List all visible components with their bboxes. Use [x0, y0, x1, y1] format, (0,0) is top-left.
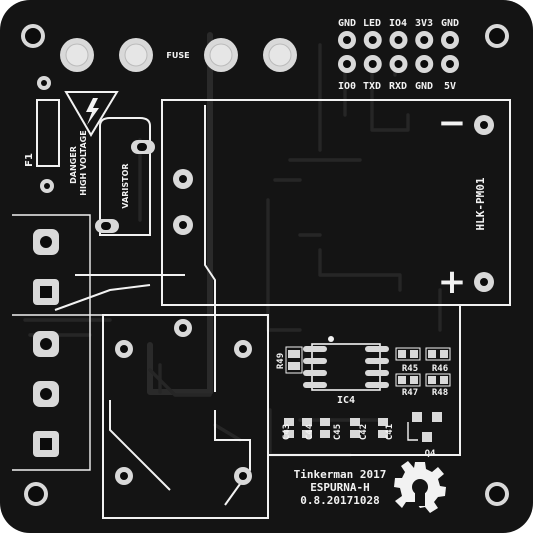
header-pin-hole [420, 36, 429, 44]
header-label-led: LED [363, 18, 381, 29]
programming-header [338, 31, 459, 73]
fuse-holder-pads [60, 38, 297, 72]
module-plus-label: + [438, 262, 467, 302]
capacitor-c43-label: C43 [282, 424, 292, 440]
resistor-r45-label: R45 [402, 364, 418, 374]
module-label: HLK-PM01 [474, 177, 487, 230]
resistor-r47-label: R47 [402, 388, 418, 398]
mounting-holes [21, 24, 509, 506]
header-pin-hole [394, 36, 403, 44]
resistor-r46-label: R46 [432, 364, 448, 374]
resistor-r49-label: R49 [276, 353, 286, 369]
capacitor-c44-label: C44 [305, 423, 315, 440]
header-label-gnd-1: GND [338, 18, 356, 29]
capacitor-c42-label: C42 [359, 424, 369, 440]
header-pin-hole [420, 60, 429, 68]
ic4-chip [303, 336, 389, 391]
header-label-gnd-2: GND [441, 18, 459, 29]
warning-high-voltage-label: HIGH VOLTAGE [79, 130, 88, 195]
module-minus-label: − [438, 103, 467, 143]
varistor-label: VARISTOR [121, 163, 130, 208]
header-pin-hole [394, 60, 403, 68]
header-label-3v3: 3V3 [415, 18, 433, 29]
header-label-rxd: RXD [389, 81, 407, 92]
resistor-r48-label: R48 [432, 388, 448, 398]
capacitor-c45-label: C45 [333, 424, 343, 440]
header-label-io0: IO0 [338, 81, 356, 92]
resistor-cluster [395, 347, 451, 387]
header-pin-hole [343, 60, 351, 68]
header-label-gnd-3: GND [415, 81, 433, 92]
high-voltage-warning-icon [64, 91, 119, 137]
capacitor-c41-label: C41 [385, 424, 395, 440]
header-top-labels: GND LED IO4 3V3 GND [338, 18, 459, 29]
resistor-r49 [285, 346, 303, 374]
silkscreen-outlines [12, 99, 511, 519]
header-pin-hole [343, 36, 351, 44]
header-pin-hole [446, 36, 454, 44]
header-label-5v: 5V [444, 81, 456, 92]
warning-danger-label: DANGER [69, 146, 78, 184]
header-label-txd: TXD [363, 81, 381, 92]
terminal-pads [33, 229, 59, 457]
capacitor-row [284, 418, 388, 438]
header-bottom-labels: IO0 TXD RXD GND 5V [338, 81, 456, 92]
credits-version: 0.8.20171028 [300, 494, 379, 507]
fuse-label: FUSE [166, 51, 189, 60]
credits-board-name: ESPURNA-H [310, 481, 370, 494]
header-label-io4: IO4 [389, 18, 407, 29]
transistor-q4 [407, 412, 442, 442]
header-pin-hole [368, 60, 377, 68]
open-hardware-gear-icon [394, 461, 446, 513]
credits-author: Tinkerman 2017 [294, 468, 387, 481]
ic4-label: IC4 [337, 395, 355, 406]
fuse-ref-label: F1 [24, 153, 35, 167]
header-pin-hole [446, 60, 454, 68]
relay-pads [115, 319, 252, 485]
header-pin-hole [368, 36, 377, 44]
transistor-q4-label: Q4 [425, 449, 436, 459]
